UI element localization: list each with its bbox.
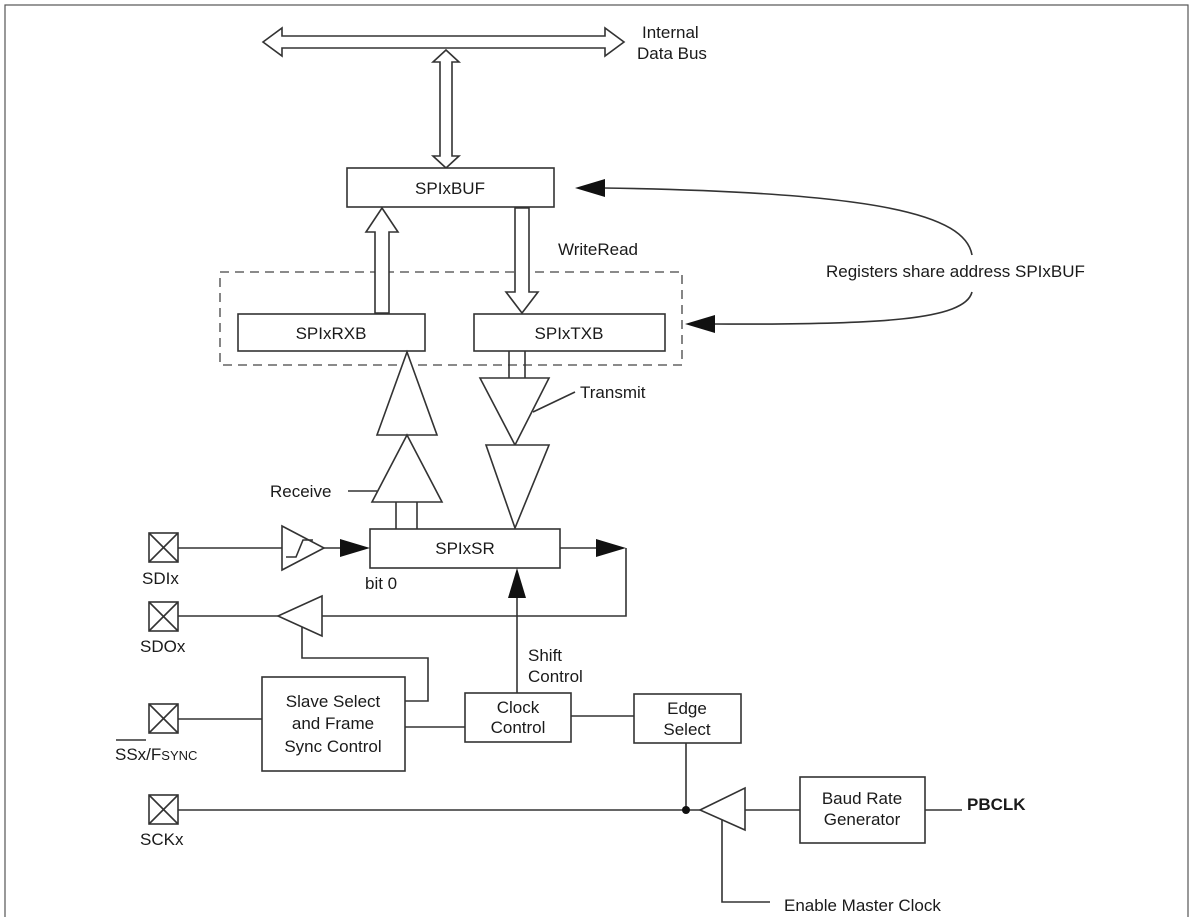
share-note: Registers share address SPIxBUF bbox=[826, 262, 1085, 281]
fsync-text: SYNC bbox=[161, 748, 197, 763]
transmit-arrowhead bbox=[484, 444, 551, 531]
shift-label-line1: Shift bbox=[528, 646, 562, 665]
transmit-leader bbox=[532, 391, 576, 413]
baud-label-line2: Generator bbox=[824, 810, 901, 829]
arrowhead-sr-out bbox=[596, 539, 626, 557]
ssx-text: SSx/F bbox=[115, 745, 161, 764]
arrowhead-shift bbox=[508, 568, 526, 598]
writeread-label: WriteRead bbox=[558, 240, 638, 259]
sdox-pin bbox=[148, 601, 179, 632]
spixbuf-label: SPIxBUF bbox=[415, 179, 485, 198]
sdo-feedback-line bbox=[322, 548, 627, 617]
register-group-dashed bbox=[219, 271, 683, 366]
arrowhead-into-sr bbox=[340, 539, 370, 557]
bus-label-line2: Data Bus bbox=[637, 44, 707, 63]
receive-label: Receive bbox=[270, 482, 331, 501]
edge-select-box bbox=[633, 693, 742, 744]
share-address-curve bbox=[602, 187, 973, 325]
sck-junction-dot bbox=[682, 806, 690, 814]
baud-label-line1: Baud Rate bbox=[822, 789, 902, 808]
internal-data-bus-arrow bbox=[261, 26, 626, 58]
sdo-enable-line bbox=[301, 627, 429, 702]
buf-to-txb-arrow bbox=[504, 207, 540, 315]
schmitt-buffer bbox=[281, 524, 326, 572]
receive-arrowhead bbox=[375, 349, 439, 436]
sckx-pin bbox=[148, 794, 179, 825]
arrowhead-to-txb bbox=[685, 315, 715, 333]
sdix-label: SDIx bbox=[142, 569, 179, 588]
sdix-pin bbox=[148, 532, 179, 563]
ssx-label: SSx/FSYNC bbox=[115, 745, 197, 764]
spixrxb-label: SPIxRXB bbox=[296, 324, 367, 343]
bus-to-buffer-arrow bbox=[430, 48, 462, 170]
arrowhead-to-buf bbox=[575, 179, 605, 197]
bit0-label: bit 0 bbox=[365, 574, 397, 593]
spixbuf-box bbox=[346, 167, 555, 208]
spixtxb-box bbox=[473, 313, 666, 352]
spixsr-label: SPIxSR bbox=[435, 539, 495, 558]
ss-label-line1: Slave Select bbox=[286, 692, 381, 711]
sdo-buffer bbox=[276, 594, 323, 638]
clock-label-line1: Clock bbox=[497, 698, 540, 717]
ss-label-line3: Sync Control bbox=[284, 737, 381, 756]
enable-master-clock-line bbox=[721, 820, 770, 903]
pbclk-label: PBCLK bbox=[967, 795, 1026, 814]
ssx-pin bbox=[148, 703, 179, 734]
edge-label-line2: Select bbox=[663, 720, 711, 739]
edge-label-line1: Edge bbox=[667, 699, 707, 718]
sdox-label: SDOx bbox=[140, 637, 186, 656]
bus-label-line1: Internal bbox=[642, 23, 699, 42]
enable-label: Enable Master Clock bbox=[784, 896, 941, 915]
spixtxb-label: SPIxTXB bbox=[535, 324, 604, 343]
shift-label-line2: Control bbox=[528, 667, 583, 686]
diagram-frame bbox=[4, 4, 1189, 917]
rxb-to-buf-arrow bbox=[364, 206, 400, 314]
slave-select-box bbox=[261, 676, 406, 772]
transmit-buffer-triangle bbox=[478, 377, 551, 447]
clock-control-box bbox=[464, 692, 572, 743]
schmitt-symbol bbox=[286, 539, 313, 558]
clock-label-line2: Control bbox=[491, 718, 546, 737]
sckx-label: SCKx bbox=[140, 830, 184, 849]
spixrxb-box bbox=[237, 313, 426, 352]
ss-label-line2: and Frame bbox=[292, 714, 374, 733]
receive-buffer-triangle bbox=[370, 433, 444, 503]
transmit-label: Transmit bbox=[580, 383, 646, 402]
